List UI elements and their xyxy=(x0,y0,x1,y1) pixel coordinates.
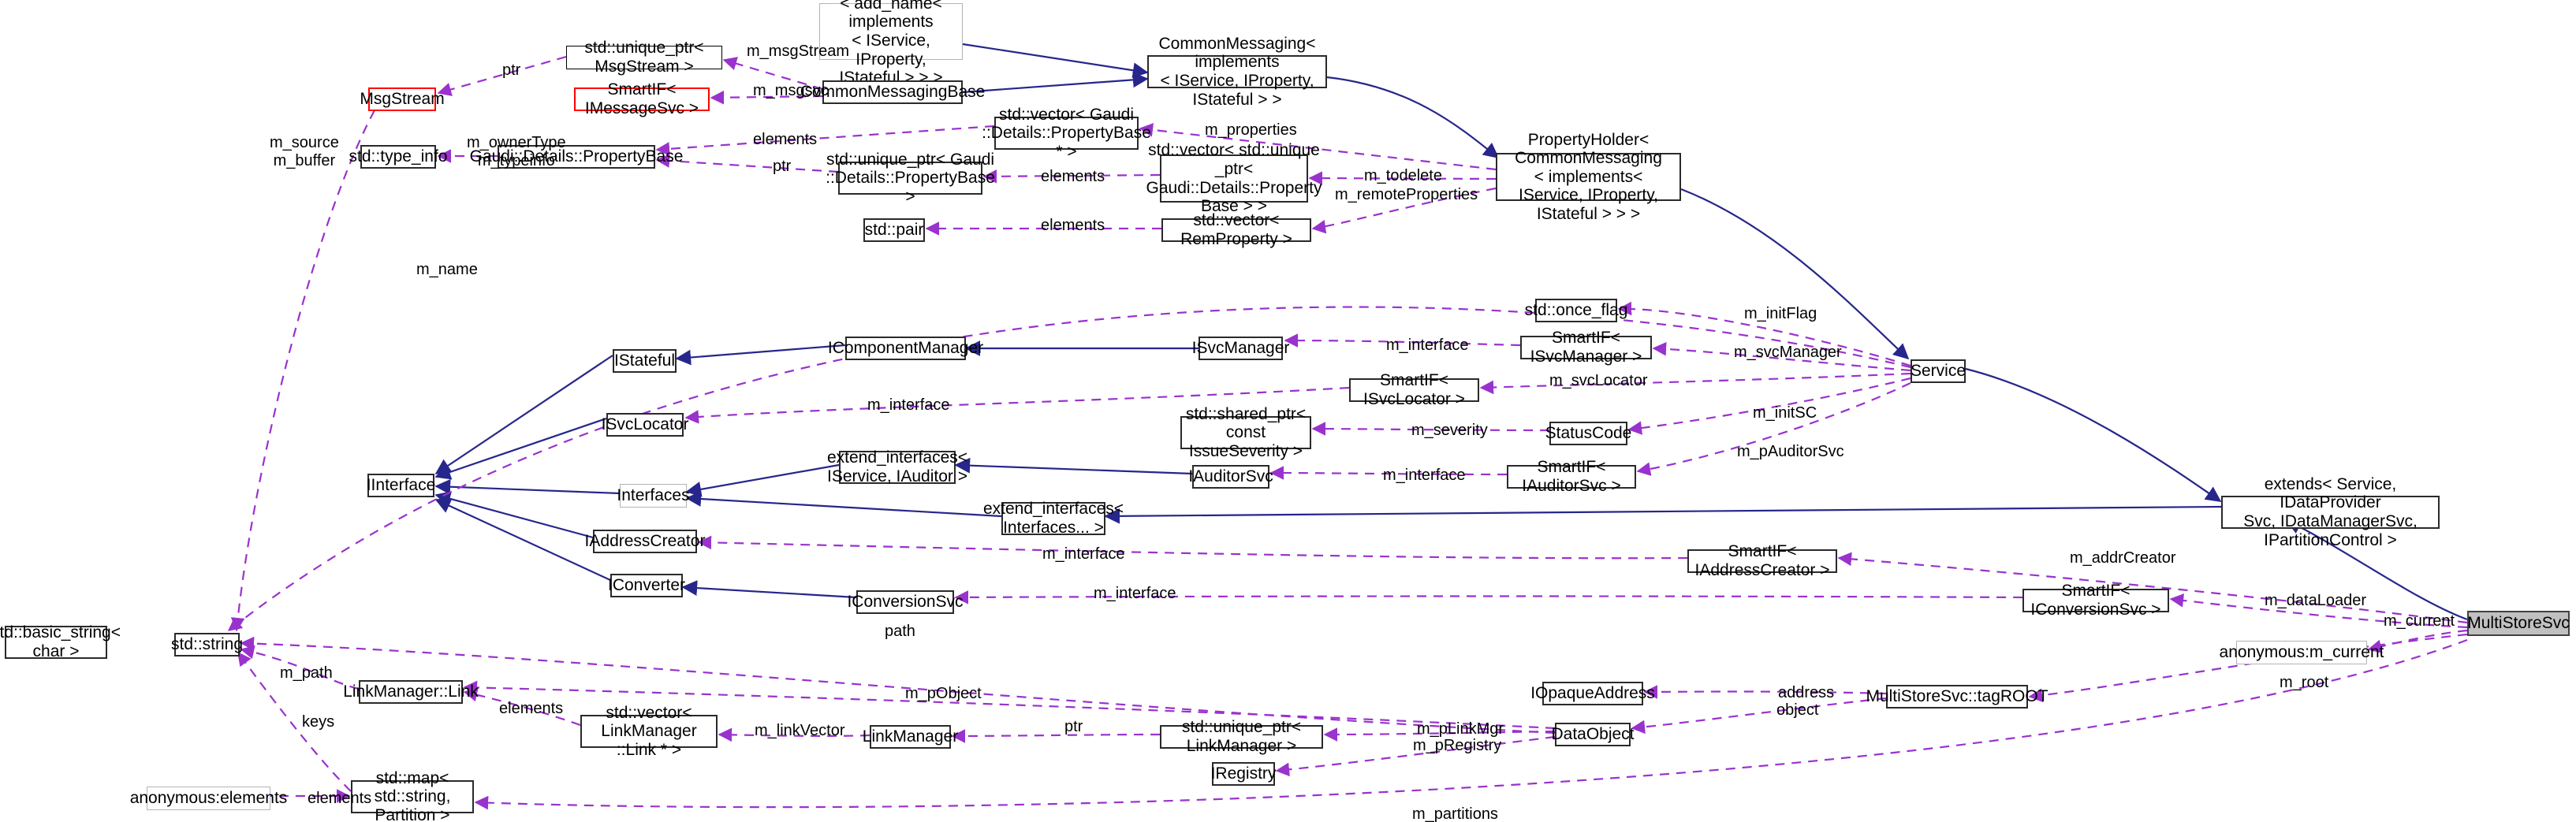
edge-label-lbl-m_svcManager: m_svcManager xyxy=(1734,344,1842,361)
class-node-Service[interactable]: Service xyxy=(1911,359,1966,383)
class-node-ISvcLocator[interactable]: ISvcLocator xyxy=(602,413,688,437)
edge-label-lbl-m_properties: m_properties xyxy=(1205,121,1297,139)
edge-label-lbl-m_dataLoader: m_dataLoader xyxy=(2265,592,2366,609)
edge-label-lbl-ptr-msgstream: ptr xyxy=(502,61,521,79)
edge-label-lbl-m_msgsvc: m_msgsvc xyxy=(753,82,829,99)
class-node-CommonMessagingBase[interactable]: CommonMessagingBase xyxy=(800,80,985,104)
edge-label-lbl-address: address xyxy=(1778,684,1835,701)
edge-label-lbl-m_interface-addrcreator: m_interface xyxy=(1042,545,1125,563)
class-node-std_basic_string_char[interactable]: std::basic_string< char > xyxy=(0,623,121,660)
class-node-extends_Service[interactable]: extends< Service, IDataProvider Svc, IDa… xyxy=(2221,475,2440,549)
edge-label-lbl-m_interface-svcmgr: m_interface xyxy=(1386,337,1469,354)
class-node-LinkManager[interactable]: LinkManager xyxy=(863,725,958,749)
edge-label-lbl-m_addrCreator: m_addrCreator xyxy=(2070,549,2176,567)
class-node-std_map_string_Partition[interactable]: std::map< std::string, Partition > xyxy=(351,769,474,822)
edge-label-lbl-m_initSC: m_initSC xyxy=(1753,404,1817,422)
edge-label-lbl-m_ownerType-m_typeinfo: m_ownerType m_typeinfo xyxy=(467,134,566,169)
edge-label-lbl-m_svcLocator: m_svcLocator xyxy=(1549,372,1648,389)
class-node-IInterface[interactable]: IInterface xyxy=(367,474,435,497)
edge-label-lbl-m_todelete: m_todelete xyxy=(1364,167,1442,184)
class-node-add_serviceLocator[interactable]: add_serviceLocator < add_name< implement… xyxy=(819,0,963,87)
edge-label-lbl-m_msgStream: m_msgStream xyxy=(747,43,850,60)
class-node-std_vector_RemProperty[interactable]: std::vector< RemProperty > xyxy=(1161,211,1311,248)
inheritance-edges xyxy=(434,43,2468,621)
class-node-SmartIF_IAuditorSvc[interactable]: SmartIF< IAuditorSvc > xyxy=(1507,458,1636,495)
edge-label-lbl-keys: keys xyxy=(302,713,335,731)
edge-label-lbl-elements-uptr: elements xyxy=(1041,168,1105,185)
edge-label-lbl-m_path: m_path xyxy=(280,664,333,682)
class-node-IOpaqueAddress[interactable]: IOpaqueAddress xyxy=(1530,682,1655,705)
class-node-Interfaces[interactable]: Interfaces xyxy=(617,484,690,508)
class-node-CommonMessaging[interactable]: CommonMessaging< implements < IService, … xyxy=(1147,35,1327,109)
edge-label-lbl-m_interface-convsvc: m_interface xyxy=(1094,585,1176,602)
class-node-Gaudi_Details_PropertyBase[interactable]: Gaudi::Details::PropertyBase xyxy=(470,145,683,169)
class-node-anonymous_elements[interactable]: anonymous:elements xyxy=(130,787,287,810)
class-node-IConverter[interactable]: IConverter xyxy=(608,574,685,597)
class-node-IStateful[interactable]: IStateful xyxy=(613,349,677,373)
class-node-SmartIF_ISvcManager[interactable]: SmartIF< ISvcManager > xyxy=(1520,329,1652,366)
class-node-std_pair[interactable]: std::pair xyxy=(863,218,925,242)
class-node-LinkManager_Link[interactable]: LinkManager::Link xyxy=(343,680,479,704)
class-node-ISvcManager[interactable]: ISvcManager xyxy=(1192,337,1289,360)
class-node-IConversionSvc[interactable]: IConversionSvc xyxy=(847,590,964,614)
edge-label-lbl-m_pAuditorSvc: m_pAuditorSvc xyxy=(1737,443,1844,460)
edge-label-lbl-elements-propbase: elements xyxy=(753,131,818,148)
edge-label-lbl-m_severity: m_severity xyxy=(1411,422,1488,439)
class-node-std_type_info[interactable]: std::type_info xyxy=(349,145,447,169)
edge-label-lbl-path: path xyxy=(885,623,915,640)
class-node-std_shared_ptr_IssueSeverity[interactable]: std::shared_ptr< const IssueSeverity > xyxy=(1180,405,1311,460)
class-node-IRegistry[interactable]: IRegistry xyxy=(1211,762,1276,786)
class-node-IAddressCreator[interactable]: IAddressCreator xyxy=(585,530,705,553)
class-node-std_once_flag[interactable]: std::once_flag xyxy=(1525,299,1627,322)
edge-label-lbl-m_pObject: m_pObject xyxy=(905,685,982,702)
class-node-extend_interfaces_Interfaces[interactable]: extend_interfaces< Interfaces... > xyxy=(982,500,1124,537)
class-node-MsgStream[interactable]: MsgStream xyxy=(360,87,445,111)
edge-label-lbl-m_source-m_buffer: m_source m_buffer xyxy=(270,134,339,169)
edge-label-lbl-m_interface-svcloc: m_interface xyxy=(867,396,950,414)
class-node-std_unique_ptr_MsgStream[interactable]: std::unique_ptr< MsgStream > xyxy=(566,39,722,76)
edge-label-lbl-m_pRegistry: m_pRegistry xyxy=(1413,737,1502,754)
class-node-IComponentManager[interactable]: IComponentManager xyxy=(828,337,983,360)
edge-label-lbl-elements-map: elements xyxy=(308,790,372,807)
class-node-SmartIF_IConversionSvc[interactable]: SmartIF< IConversionSvc > xyxy=(2022,582,2169,619)
class-node-MultiStoreSvc[interactable]: MultiStoreSvc xyxy=(2467,611,2570,636)
class-node-StatusCode[interactable]: StatusCode xyxy=(1545,422,1631,445)
edge-label-lbl-elements-pair: elements xyxy=(1041,217,1105,234)
class-node-std_vector_unique_ptr_PropertyBase[interactable]: std::vector< std::unique _ptr< Gaudi::De… xyxy=(1146,141,1322,216)
class-node-SmartIF_ISvcLocator[interactable]: SmartIF< ISvcLocator > xyxy=(1349,371,1479,408)
class-node-PropertyHolder[interactable]: PropertyHolder< CommonMessaging < implem… xyxy=(1496,131,1681,223)
edge-label-lbl-elements-link: elements xyxy=(499,700,564,717)
edge-label-lbl-m_pLinkMgr: m_pLinkMgr xyxy=(1417,720,1504,738)
edge-label-lbl-object: object xyxy=(1776,701,1819,719)
edge-label-lbl-ptr-linkmgr: ptr xyxy=(1064,718,1083,735)
edge-label-lbl-m_partitions: m_partitions xyxy=(1412,805,1498,822)
class-node-IAuditorSvc[interactable]: IAuditorSvc xyxy=(1188,465,1273,489)
edge-label-lbl-m_linkVector: m_linkVector xyxy=(755,722,845,739)
edge-label-lbl-m_remoteProperties: m_remoteProperties xyxy=(1335,186,1478,203)
edge-label-lbl-m_current: m_current xyxy=(2384,612,2455,630)
class-node-SmartIF_IMessageSvc[interactable]: SmartIF< IMessageSvc > xyxy=(574,80,710,117)
class-node-anonymous_m_current[interactable]: anonymous:m_current xyxy=(2220,641,2384,664)
class-node-std_vector_LinkManager_Link_ptr[interactable]: std::vector< LinkManager ::Link * > xyxy=(580,704,718,759)
class-node-std_unique_ptr_LinkManager[interactable]: std::unique_ptr< LinkManager > xyxy=(1160,718,1323,755)
class-node-std_string[interactable]: std::string xyxy=(171,633,243,656)
class-node-DataObject[interactable]: DataObject xyxy=(1551,723,1635,746)
class-node-std_vector_PropertyBase_ptr[interactable]: std::vector< Gaudi ::Details::PropertyBa… xyxy=(982,105,1151,161)
edge-label-lbl-m_root: m_root xyxy=(2280,674,2329,691)
edge-label-lbl-m_name: m_name xyxy=(416,261,478,278)
class-node-SmartIF_IAddressCreator[interactable]: SmartIF< IAddressCreator > xyxy=(1687,542,1837,579)
edge-label-lbl-m_interface-auditor: m_interface xyxy=(1383,467,1466,484)
class-node-MultiStoreSvc_tagROOT[interactable]: MultiStoreSvc::tagROOT xyxy=(1866,685,2048,709)
edge-label-lbl-ptr-propbase: ptr xyxy=(773,158,792,175)
edge-label-lbl-m_initFlag: m_initFlag xyxy=(1744,305,1817,322)
class-node-std_unique_ptr_PropertyBase[interactable]: std::unique_ptr< Gaudi ::Details::Proper… xyxy=(826,150,995,206)
class-node-extend_interfaces_IService_IAuditor[interactable]: extend_interfaces< IService, IAuditor > xyxy=(826,448,968,485)
